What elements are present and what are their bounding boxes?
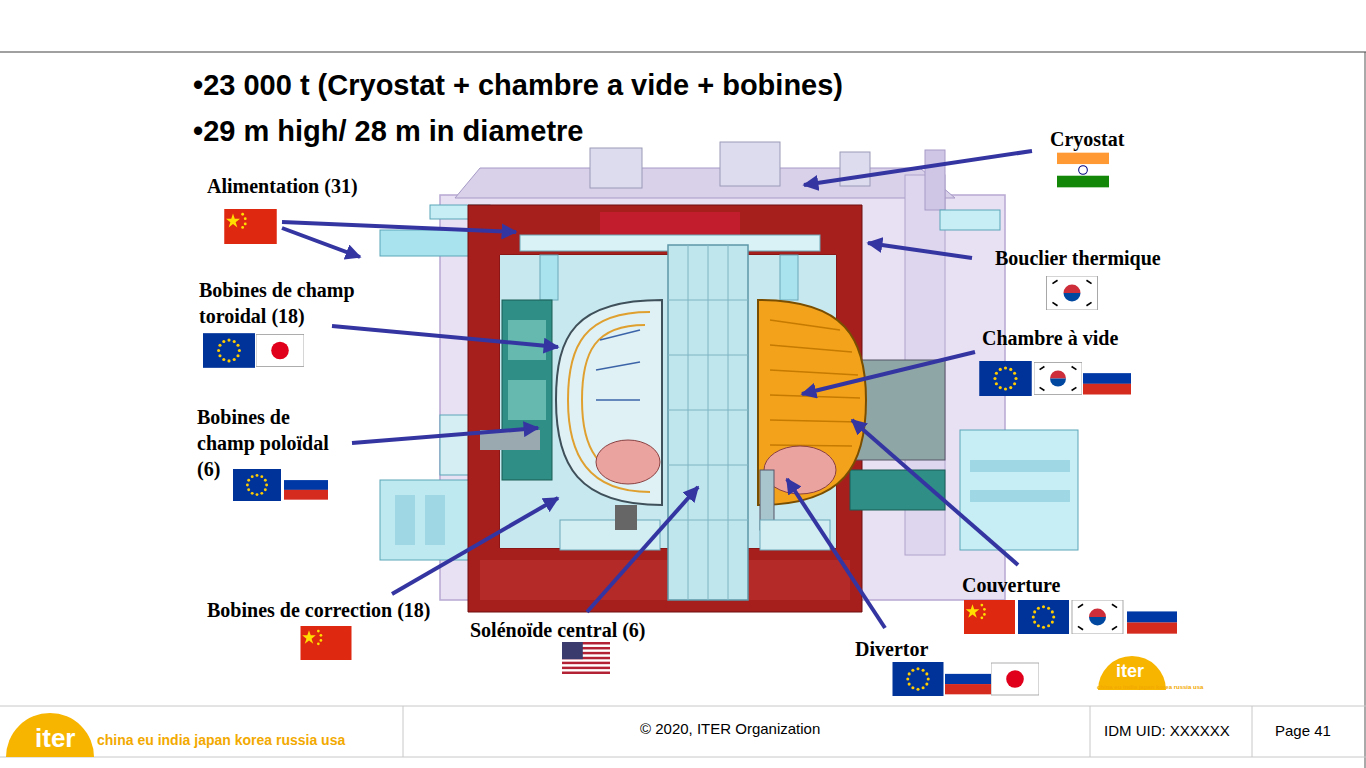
spec-bullet: •29 m high/ 28 m in diametre: [193, 115, 584, 148]
part-label: Bobines de champ toroidal (18): [199, 277, 389, 329]
part-label: Bobines de champ poloïdal (6): [197, 404, 347, 482]
part-label: Divertor: [855, 636, 928, 662]
part-label: Cryostat: [1050, 126, 1124, 152]
part-label: Chambre à vide: [982, 325, 1118, 351]
part-label: Couverture: [962, 572, 1061, 598]
logo-text: iter: [1116, 662, 1144, 682]
part-label: Bobines de correction (18): [207, 597, 431, 623]
logo-tagline: china eu india japan korea russia usa: [97, 733, 345, 748]
footer-text: Page 41: [1275, 722, 1331, 739]
footer-text: IDM UID: XXXXXX: [1104, 722, 1230, 739]
part-label: Bouclier thermique: [995, 245, 1161, 271]
spec-bullet: •23 000 t (Cryostat + chambre a vide + b…: [193, 69, 843, 102]
logo-text: iter: [35, 724, 75, 753]
logo-tagline: china eu india japan korea russia usa: [1097, 684, 1203, 691]
footer-text: © 2020, ITER Organization: [640, 720, 820, 737]
part-label: Alimentation (31): [207, 173, 358, 199]
part-label: Solénoïde central (6): [470, 617, 646, 643]
